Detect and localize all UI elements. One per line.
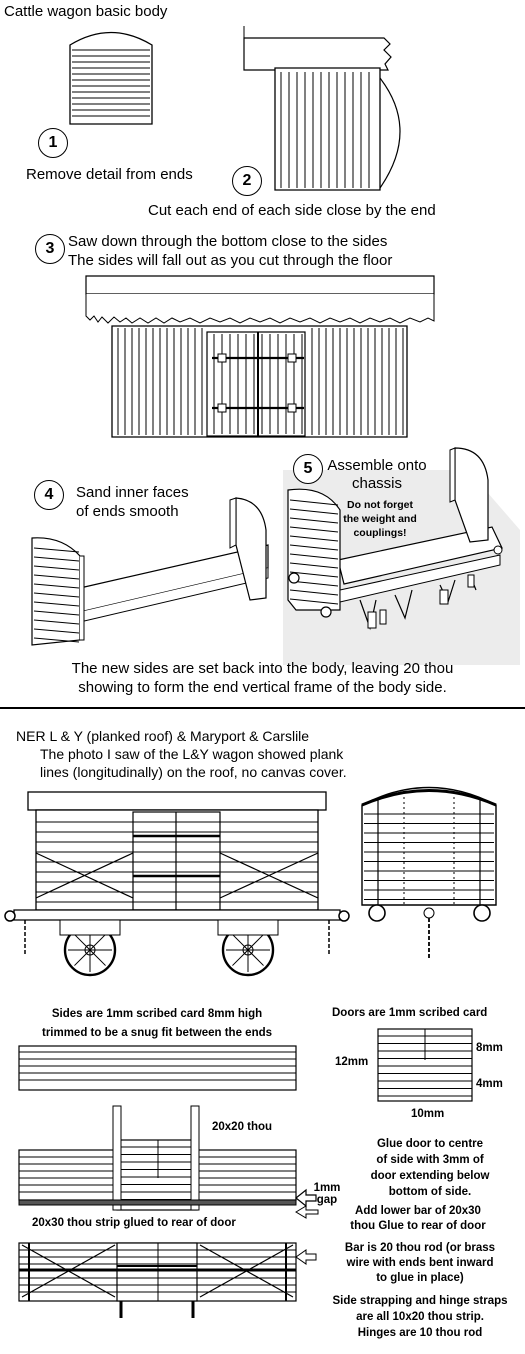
- step-3-line2: The sides will fall out as you cut throu…: [68, 252, 393, 269]
- side3-planks: [117, 328, 404, 435]
- strap-line2: are all 10x20 thou strip.: [356, 1311, 484, 1323]
- assembled-chassis: [283, 447, 520, 665]
- wheel-spokes: [68, 928, 270, 972]
- end-elevation-planks: [364, 813, 494, 900]
- dim-12mm: 12mm: [335, 1056, 369, 1068]
- dim-10mm: 10mm: [411, 1108, 445, 1120]
- step-2-badge: 2: [232, 166, 262, 196]
- step-4-badge: 4: [34, 480, 64, 510]
- gap-line1: 1mm: [313, 1182, 341, 1194]
- section2-title: NER L & Y (planked roof) & Maryport & Ca…: [16, 728, 310, 744]
- door-card-lines: [378, 1035, 472, 1097]
- note-line2: the weight and: [343, 513, 417, 525]
- scribed-side-strip: [18, 1045, 297, 1091]
- door-card: [377, 1028, 473, 1102]
- end5-planks: [289, 499, 339, 605]
- step-5-badge: 5: [293, 454, 323, 484]
- step-4-line2: of ends smooth: [76, 503, 179, 520]
- step-2-text: Cut each end of each side close by the e…: [148, 202, 436, 219]
- strip-label: 20x30 thou strip glued to rear of door: [32, 1217, 236, 1229]
- lower-bar-line1: Add lower bar of 20x30: [355, 1205, 481, 1217]
- step-1-text: Remove detail from ends: [26, 166, 193, 183]
- section2-desc-line2: lines (longitudinally) on the roof, no c…: [40, 764, 347, 780]
- sides-line1: Sides are 1mm scribed card 8mm high: [51, 1008, 263, 1020]
- gap-line2: gap: [316, 1194, 338, 1206]
- strap-line3: Hinges are 10 thou rod: [357, 1327, 483, 1339]
- side-with-door: [18, 1105, 319, 1219]
- dim-8mm: 8mm: [476, 1042, 503, 1054]
- wagon-end-stripped: [69, 31, 153, 125]
- wagon-side-elevation: [4, 791, 350, 977]
- label-20x20: 20x20 thou: [212, 1121, 273, 1133]
- lower-bar-line2: thou Glue to rear of door: [350, 1220, 486, 1232]
- sides-line2: trimmed to be a snug fit between the end…: [41, 1027, 273, 1039]
- body-side-sawn: [85, 275, 435, 438]
- step-3-badge: 3: [35, 234, 65, 264]
- dim-4mm: 4mm: [476, 1078, 503, 1090]
- bar-line3: to glue in place): [376, 1272, 464, 1284]
- strip-scribed-lines: [19, 1051, 296, 1081]
- side-vertical-planks: [280, 72, 370, 188]
- end4-planks: [33, 547, 80, 643]
- doors-label: Doors are 1mm scribed card: [332, 1007, 488, 1019]
- glue-line4: bottom of side.: [388, 1186, 472, 1198]
- bar-line2: wire with ends bent inward: [346, 1257, 494, 1269]
- summary-line1: The new sides are set back into the body…: [71, 660, 454, 677]
- glue-line2: of side with 3mm of: [376, 1154, 484, 1166]
- step-5-line2: chassis: [351, 475, 403, 492]
- end-plank-lines: [72, 49, 150, 117]
- summary-line2: showing to form the end vertical frame o…: [78, 679, 447, 696]
- note-line1: Do not forget: [347, 499, 413, 511]
- step-1-badge: 1: [38, 128, 68, 158]
- roof-and-side-cut: [243, 26, 401, 191]
- final-side-assembly: [18, 1242, 317, 1318]
- step-5-line1: Assemble onto: [327, 457, 427, 474]
- ends-on-floor: [31, 497, 269, 646]
- step-3-line1: Saw down through the bottom close to the…: [68, 233, 388, 250]
- glue-line1: Glue door to centre: [376, 1138, 484, 1150]
- elevation-planks: [36, 821, 318, 903]
- glue-line3: door extending below: [370, 1170, 490, 1182]
- strap-line1: Side strapping and hinge straps: [332, 1295, 508, 1307]
- note-line3: couplings!: [353, 527, 407, 539]
- door-planks: [213, 334, 303, 434]
- section1-title: Cattle wagon basic body: [4, 3, 168, 20]
- section2-desc-line1: The photo I saw of the L&Y wagon showed …: [40, 746, 344, 762]
- step-4-line1: Sand inner faces: [76, 484, 189, 501]
- wagon-end-elevation: [361, 786, 497, 960]
- bar-line1: Bar is 20 thou rod (or brass: [344, 1242, 496, 1254]
